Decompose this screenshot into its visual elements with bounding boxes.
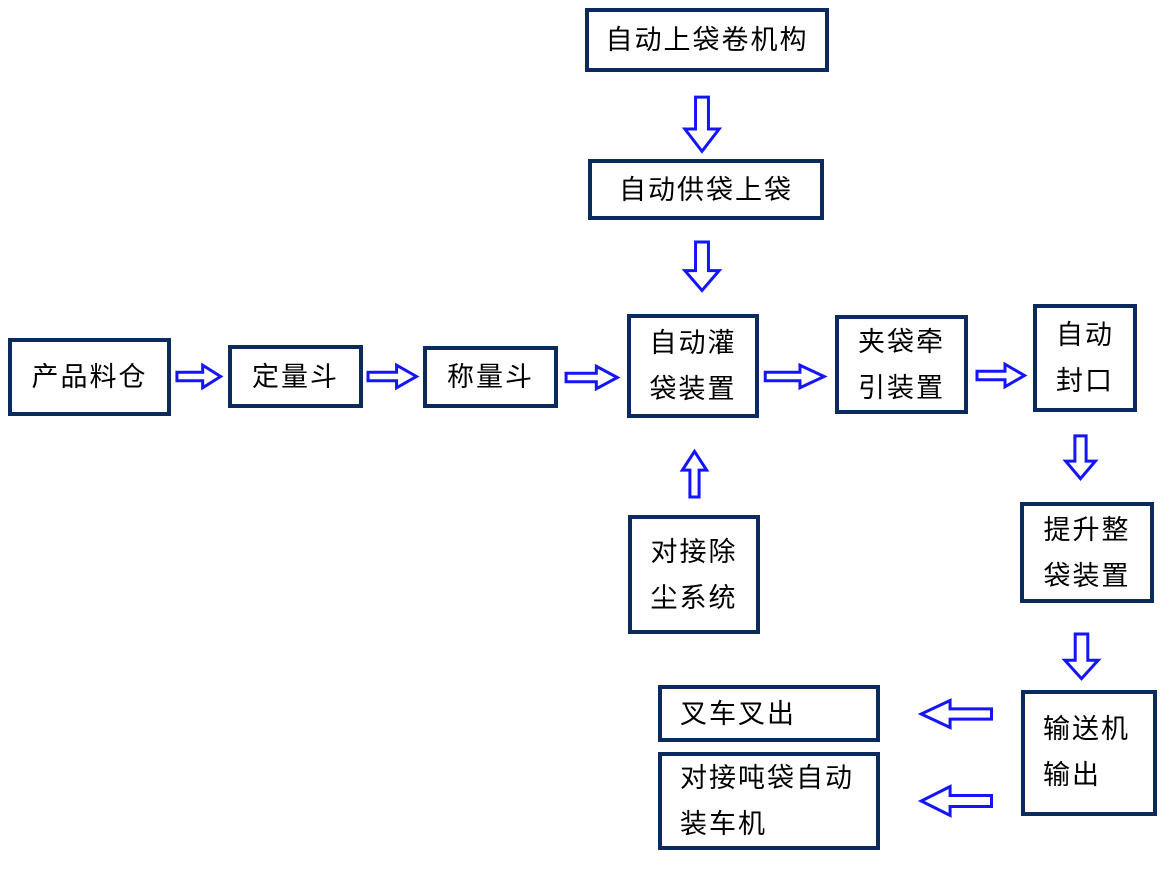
node-label: 输出 — [1043, 760, 1101, 790]
node-dust-removal-system: 对接除 尘系统 — [628, 515, 760, 634]
arrow-right-icon — [565, 365, 619, 390]
arrow-left-icon — [919, 699, 993, 729]
node-label: 自动上袋卷机构 — [605, 25, 809, 55]
node-label: 装车机 — [680, 809, 767, 839]
arrow-down-icon — [1063, 633, 1100, 680]
node-bag-lifting-device: 提升整 袋装置 — [1020, 502, 1154, 603]
node-auto-bag-roll-mechanism: 自动上袋卷机构 — [585, 8, 829, 72]
node-auto-sealing: 自动 封口 — [1033, 304, 1137, 412]
node-auto-bag-filling-device: 自动灌 袋装置 — [627, 314, 759, 418]
node-label: 自动灌 — [649, 328, 737, 358]
node-label: 袋装置 — [1043, 560, 1131, 591]
arrow-right-icon — [976, 363, 1026, 388]
node-label: 输送机 — [1043, 714, 1130, 744]
arrow-right-icon — [764, 364, 826, 389]
node-weighing-hopper: 称量斗 — [423, 346, 558, 408]
node-label: 对接除 — [650, 536, 738, 567]
arrow-left-icon — [919, 785, 993, 817]
node-dosing-hopper: 定量斗 — [228, 345, 363, 408]
arrow-down-icon — [683, 241, 721, 292]
node-bag-clamp-traction-device: 夹袋牵 引装置 — [835, 315, 968, 414]
node-auto-bag-supply: 自动供袋上袋 — [588, 159, 824, 220]
node-label: 产品料仓 — [31, 362, 148, 392]
arrow-right-icon — [176, 364, 222, 389]
node-label: 提升整 — [1043, 514, 1131, 545]
node-product-silo: 产品料仓 — [8, 338, 171, 416]
node-ton-bag-truck-loader: 对接吨袋自动 装车机 — [658, 752, 880, 850]
arrow-down-icon — [1064, 435, 1097, 480]
node-label: 尘系统 — [650, 582, 738, 613]
node-label: 引装置 — [858, 372, 945, 403]
node-label: 自动供袋上袋 — [619, 174, 793, 205]
arrow-right-icon — [367, 364, 418, 389]
node-label: 自动 — [1056, 320, 1114, 350]
arrow-down-icon — [683, 96, 721, 153]
arrow-up-icon — [681, 450, 708, 498]
node-label: 封口 — [1056, 366, 1114, 396]
node-label: 夹袋牵 — [858, 326, 945, 357]
node-label: 袋装置 — [649, 374, 737, 404]
node-label: 定量斗 — [252, 361, 339, 392]
node-forklift-out: 叉车叉出 — [658, 685, 880, 742]
node-conveyor-output: 输送机 输出 — [1021, 690, 1157, 816]
node-label: 称量斗 — [447, 362, 534, 392]
node-label: 对接吨袋自动 — [680, 763, 854, 793]
node-label: 叉车叉出 — [680, 698, 796, 729]
